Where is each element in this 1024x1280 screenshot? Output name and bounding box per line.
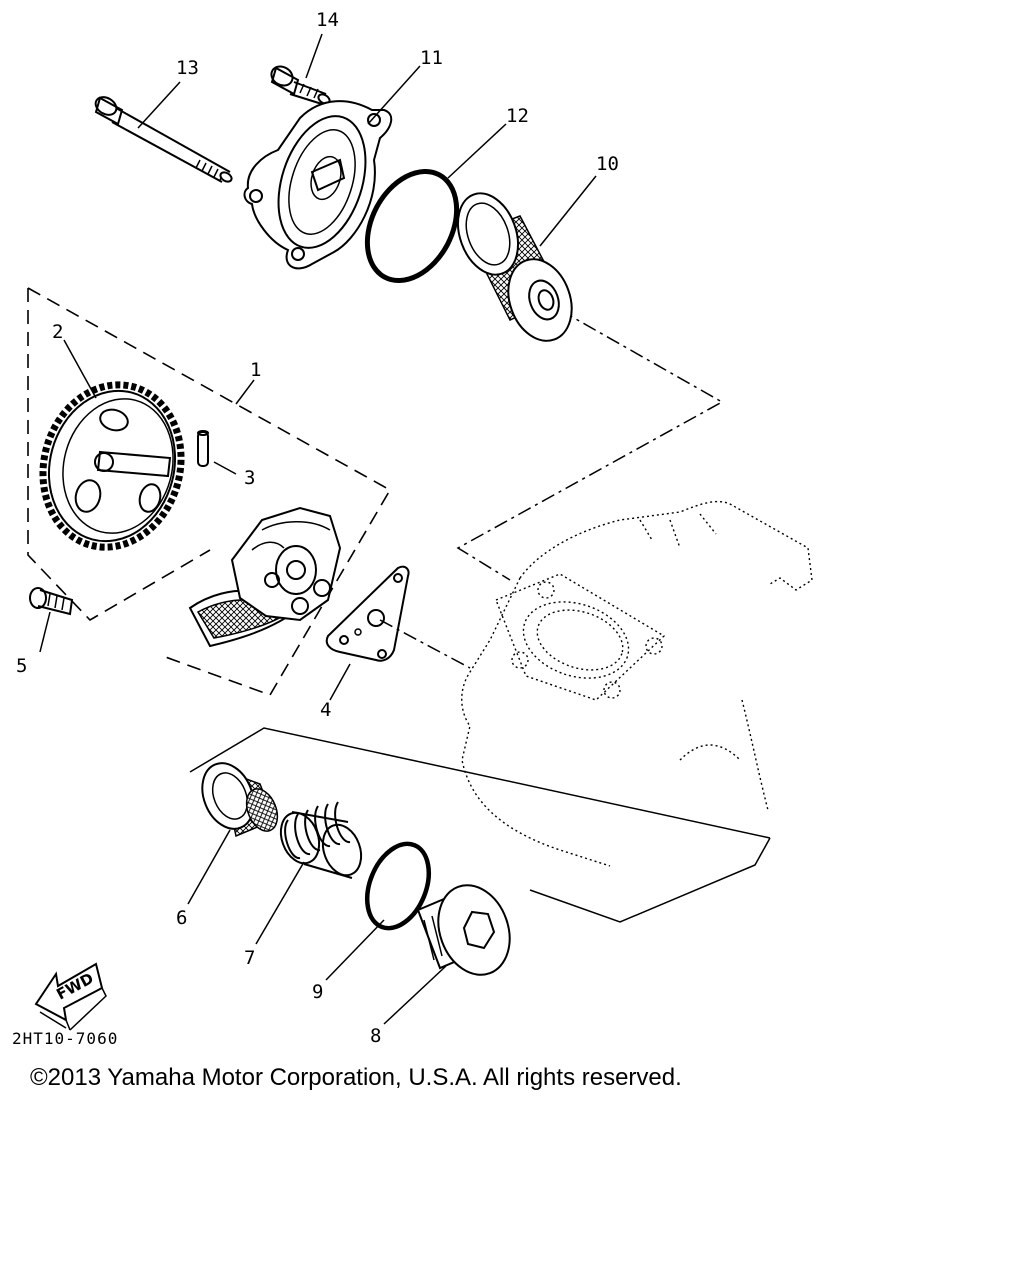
exploded-parts-diagram: 1 2 3 4 5 6 7 8 9 10 11 12 13 14 FWD 2HT… — [12, 9, 813, 1048]
diagram-code: 2HT10-7060 — [12, 1029, 118, 1048]
pump-gasket — [325, 565, 410, 662]
leader-lines — [39, 33, 597, 1025]
filter-cover — [243, 100, 393, 270]
forward-arrow-icon: FWD — [34, 962, 107, 1031]
o-ring-large — [364, 168, 460, 284]
gasket-leader-line — [379, 619, 471, 669]
drain-plug — [416, 884, 511, 976]
crankcase-outline — [461, 500, 813, 867]
callout-4: 4 — [320, 699, 331, 721]
short-bolt — [270, 65, 331, 105]
oil-pump-body — [188, 506, 342, 648]
dowel-pin — [197, 430, 209, 467]
compression-spring — [279, 801, 363, 879]
callout-13: 13 — [176, 57, 199, 79]
callout-6: 6 — [176, 907, 187, 929]
callout-1: 1 — [250, 359, 261, 381]
callout-10: 10 — [596, 153, 619, 175]
strainer-group-boundary — [189, 727, 771, 923]
callout-14: 14 — [316, 9, 339, 31]
callout-3: 3 — [244, 467, 255, 489]
callout-8: 8 — [370, 1025, 381, 1047]
oil-filter-to-crankcase-leader — [456, 309, 724, 581]
callout-9: 9 — [312, 981, 323, 1003]
callout-11: 11 — [420, 47, 443, 69]
oil-filter-element — [457, 192, 573, 342]
callout-labels: 1 2 3 4 5 6 7 8 9 10 11 12 13 14 — [16, 9, 619, 1047]
callout-7: 7 — [244, 947, 255, 969]
callout-5: 5 — [16, 655, 27, 677]
callout-12: 12 — [506, 105, 529, 127]
o-ring-small — [364, 841, 432, 931]
long-bolt — [94, 96, 233, 183]
oil-pump-drive-gear — [39, 381, 185, 551]
copyright-notice: ©2013 Yamaha Motor Corporation, U.S.A. A… — [30, 1064, 682, 1091]
callout-2: 2 — [52, 321, 63, 343]
pan-head-screw — [29, 587, 74, 616]
oil-strainer — [201, 762, 279, 838]
